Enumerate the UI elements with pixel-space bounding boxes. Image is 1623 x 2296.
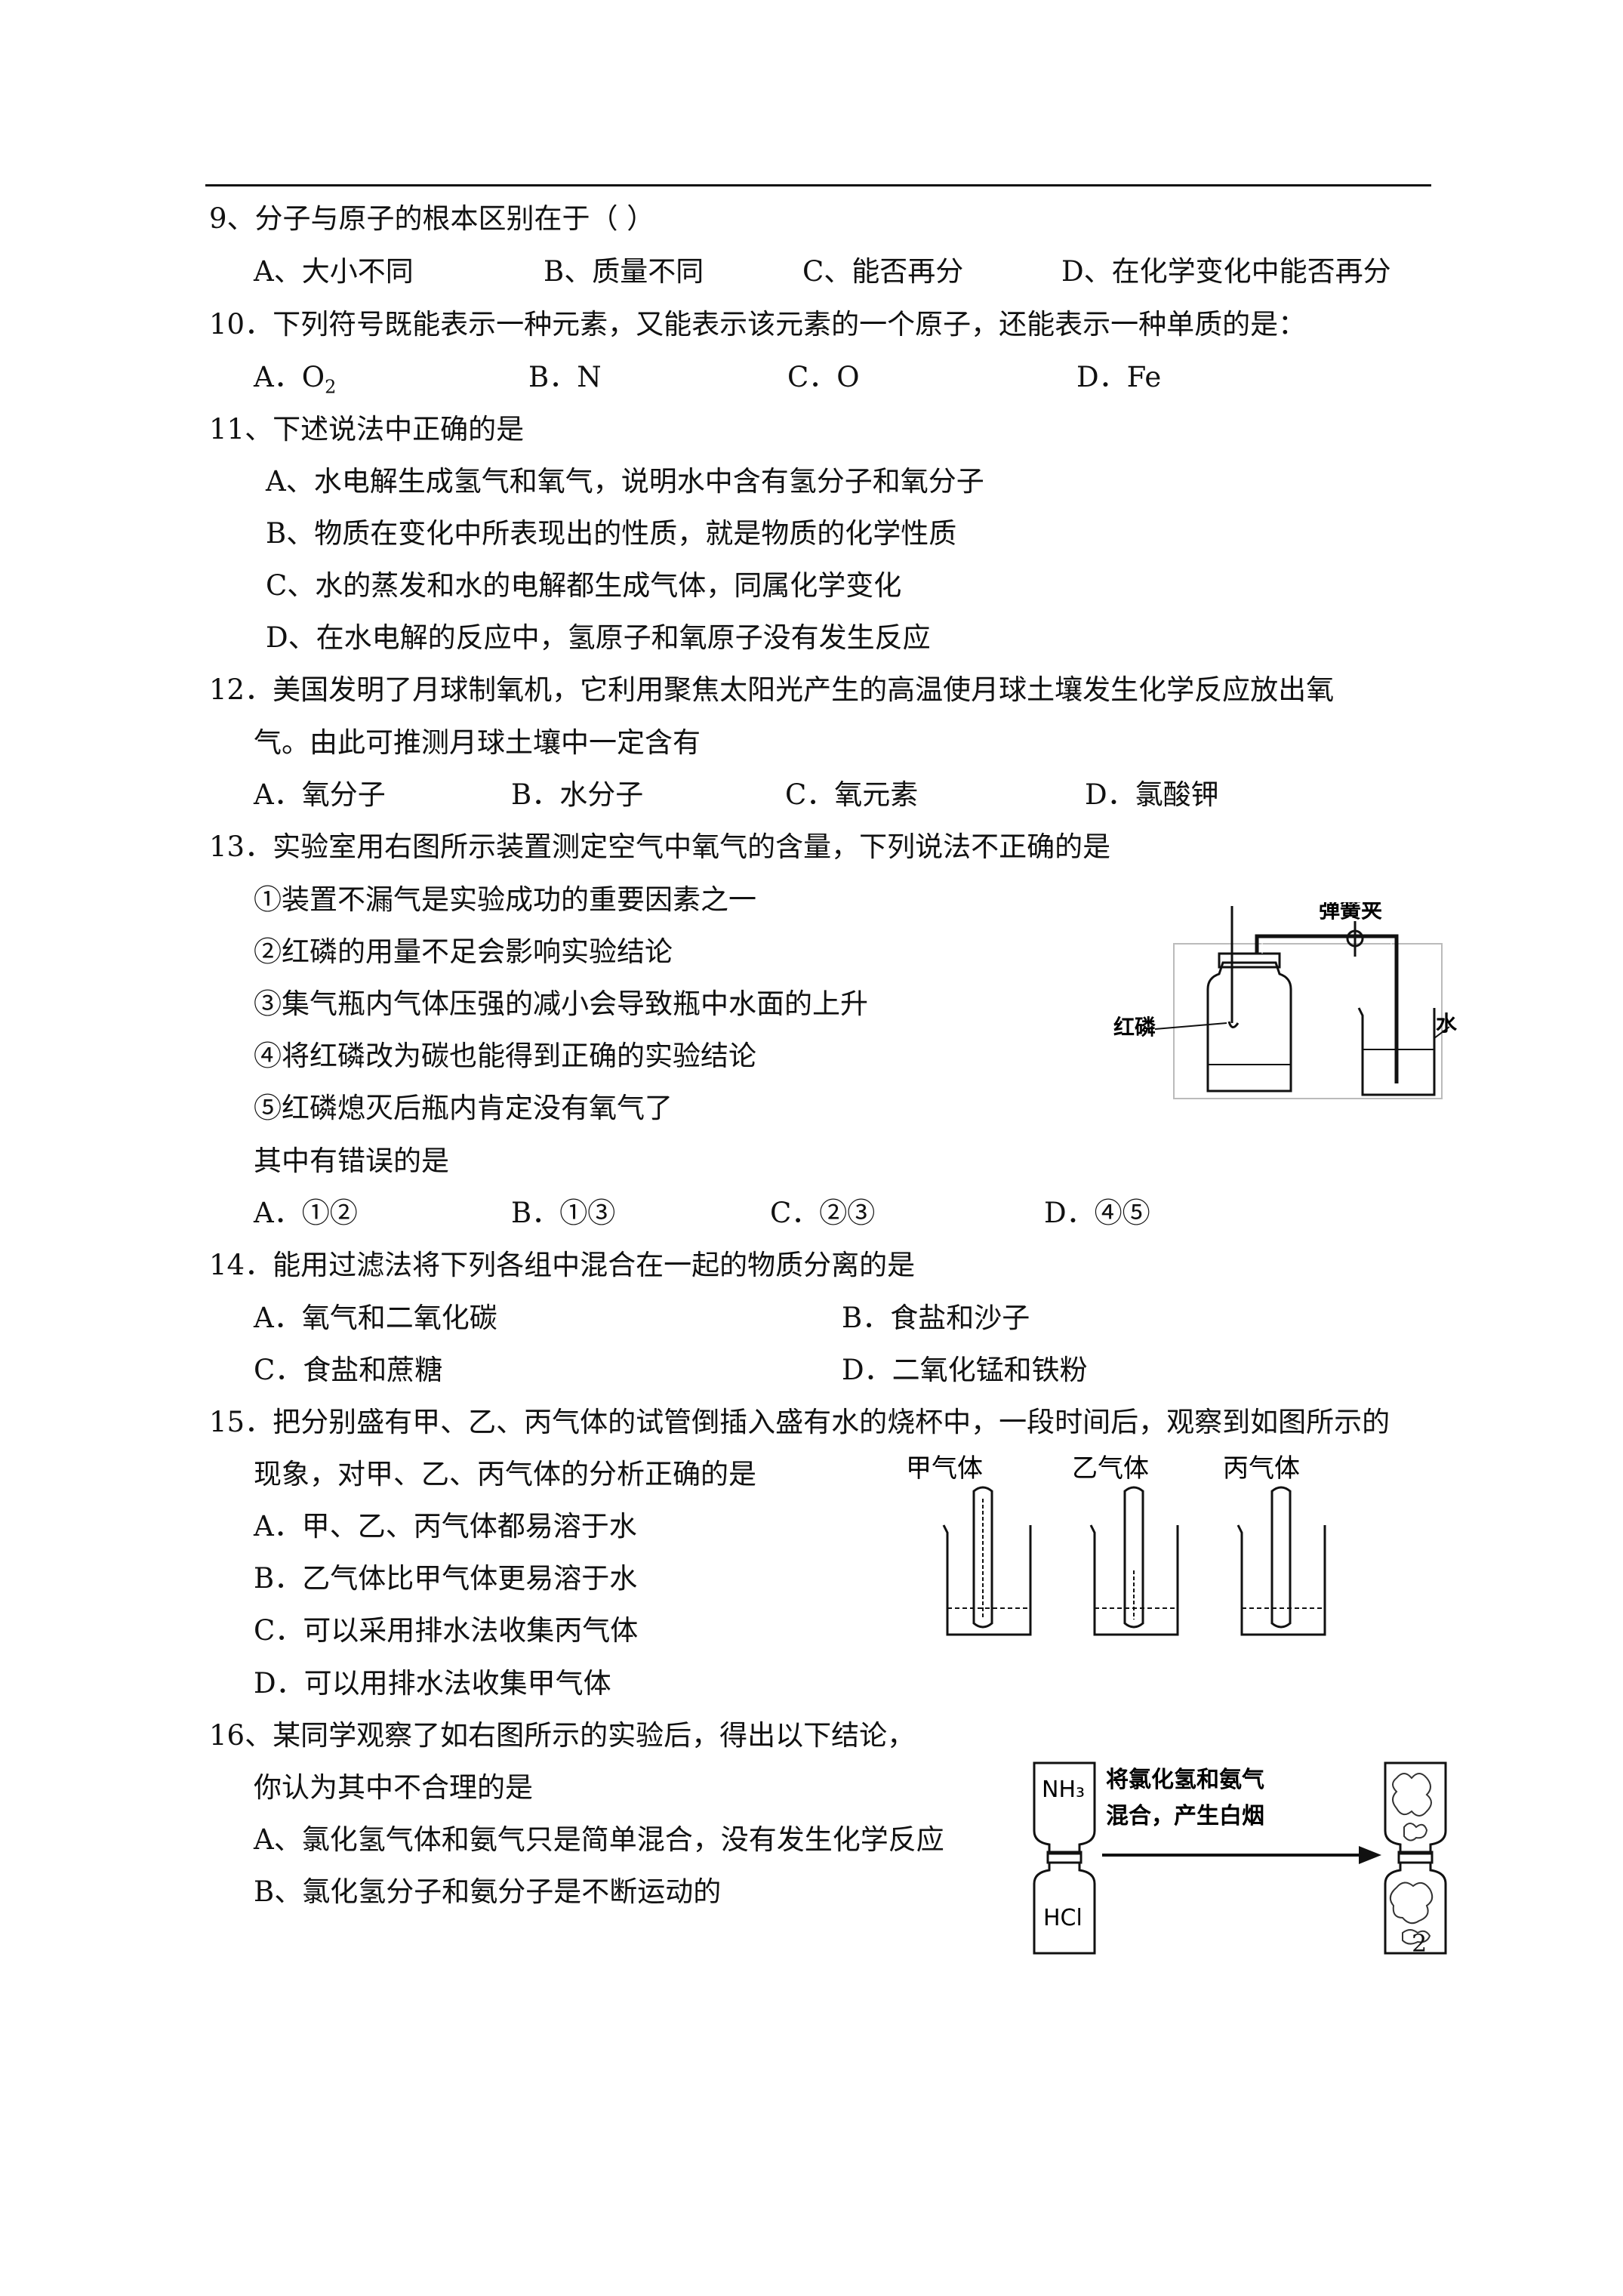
connecting-tube <box>1255 934 1399 1083</box>
gas-test-tubes-figure: 甲气体 乙气体 丙气体 <box>906 1453 1326 1636</box>
clamp-label: 弹簧夹 <box>1319 902 1382 923</box>
q10-option-d: D．Fe <box>1076 361 1162 393</box>
q10-option-b: B．N <box>528 361 602 393</box>
q9-option-d: D、在化学变化中能否再分 <box>1061 255 1391 288</box>
q14-option-c: C．食盐和蔗糖 <box>254 1354 443 1386</box>
ammonia-label: NH₃ <box>1042 1777 1085 1803</box>
water-label: 水 <box>1436 1011 1457 1036</box>
q13-option-b: B．①③ <box>511 1197 616 1229</box>
q13-option-c: C．②③ <box>770 1197 876 1229</box>
hydrogen-chloride-label: HCl <box>1043 1905 1083 1931</box>
q14-option-d: D．二氧化锰和铁粉 <box>842 1354 1088 1386</box>
q11-option-d: D、在水电解的反应中，氢原子和氧原子没有发生反应 <box>266 621 931 654</box>
q13-stem: 13．实验室用右图所示装置测定空气中氧气的含量，下列说法不正确的是 <box>209 831 1111 863</box>
caption-line1: 将氯化氢和氨气 <box>1106 1767 1264 1793</box>
q15-stem-line2: 现象，对甲、乙、丙气体的分析正确的是 <box>254 1458 756 1490</box>
q13-ask: 其中有错误的是 <box>254 1145 449 1177</box>
q14-stem: 14．能用过滤法将下列各组中混合在一起的物质分离的是 <box>209 1249 916 1281</box>
q15-stem-line1: 15．把分别盛有甲、乙、丙气体的试管倒插入盛有水的烧杯中，一段时间后，观察到如图… <box>209 1406 1390 1438</box>
q14-option-a: A．氧气和二氧化碳 <box>254 1302 497 1334</box>
q15-option-b: B．乙气体比甲气体更易溶于水 <box>254 1562 638 1595</box>
beaker-bing <box>1236 1486 1326 1636</box>
q12-option-a: A．氧分子 <box>254 778 386 811</box>
figure-border <box>1173 943 1443 1099</box>
white-smoke <box>1389 1773 1434 1945</box>
q11-option-a: A、水电解生成氢气和氧气，说明水中含有氢分子和氧分子 <box>266 465 984 498</box>
q12-option-d: D．氯酸钾 <box>1085 778 1219 811</box>
q13-item-3: ③集气瓶内气体压强的减小会导致瓶中水面的上升 <box>254 988 868 1020</box>
gas-collecting-bottle <box>1206 961 1292 1093</box>
page-number: 2 <box>1412 1929 1427 1958</box>
left-bottle-pair <box>1033 1761 1096 1955</box>
q10-stem: 10．下列符号既能表示一种元素，又能表示该元素的一个原子，还能表示一种单质的是： <box>209 308 1307 341</box>
beaker-jia <box>942 1486 1032 1636</box>
q12-stem-line2: 气。由此可推测月球土壤中一定含有 <box>254 726 701 759</box>
q13-item-4: ④将红磷改为碳也能得到正确的实验结论 <box>254 1040 756 1072</box>
beaker <box>1357 1007 1436 1096</box>
bottle-stopper <box>1218 952 1281 969</box>
q12-option-b: B．水分子 <box>511 778 644 811</box>
q13-item-5: ⑤红磷熄灭后瓶内肯定没有氧气了 <box>254 1092 673 1124</box>
q16-option-a: A、氯化氢气体和氨气只是简单混合，没有发生化学反应 <box>254 1823 944 1856</box>
q9-option-a: A、大小不同 <box>254 255 414 288</box>
red-phosphorus-label: 红磷 <box>1113 1015 1156 1040</box>
q11-option-b: B、物质在变化中所表现出的性质，就是物质的化学性质 <box>266 517 957 550</box>
q13-item-1: ①装置不漏气是实验成功的重要因素之一 <box>254 883 756 916</box>
beaker-yi <box>1089 1486 1179 1636</box>
q9-stem: 9、分子与原子的根本区别在于（ ） <box>209 202 655 235</box>
q16-stem-line2: 你认为其中不合理的是 <box>254 1771 533 1804</box>
q10-option-a: A．O2 <box>254 361 337 398</box>
combustion-spoon <box>1227 1021 1240 1028</box>
caption-line2: 混合，产生白烟 <box>1106 1803 1264 1829</box>
header-rule <box>205 184 1431 186</box>
q14-option-b: B．食盐和沙子 <box>842 1302 1030 1334</box>
q15-option-d: D．可以用排水法收集甲气体 <box>254 1667 611 1700</box>
q11-stem: 11、下述说法中正确的是 <box>209 413 525 445</box>
right-bottle-pair <box>1384 1761 1447 1955</box>
q15-option-a: A．甲、乙、丙气体都易溶于水 <box>254 1510 637 1542</box>
gas-bing-label: 丙气体 <box>1223 1453 1300 1484</box>
gas-jia-label: 甲气体 <box>906 1453 983 1484</box>
q12-option-c: C．氧元素 <box>785 778 919 811</box>
hcl-ammonia-smoke-figure: NH₃ HCl 将氯化氢和氨气 混合，产生白烟 <box>1033 1761 1447 1955</box>
q13-item-2: ②红磷的用量不足会影响实验结论 <box>254 935 673 968</box>
arrow-head <box>1359 1846 1381 1864</box>
q13-option-d: D．④⑤ <box>1044 1197 1150 1229</box>
q16-stem-line1: 16、某同学观察了如右图所示的实验后，得出以下结论， <box>209 1719 916 1752</box>
q10-option-c: C．O <box>787 361 860 393</box>
q13-option-a: A．①② <box>254 1197 358 1229</box>
q16-option-b: B、氯化氢分子和氨分子是不断运动的 <box>254 1875 722 1908</box>
q9-option-c: C、能否再分 <box>802 255 964 288</box>
q12-stem-line1: 12．美国发明了月球制氧机，它利用聚焦太阳光产生的高温使月球土壤发生化学反应放出… <box>209 673 1335 706</box>
q11-option-c: C、水的蒸发和水的电解都生成气体，同属化学变化 <box>266 569 902 602</box>
q15-option-c: C．可以采用排水法收集丙气体 <box>254 1614 639 1647</box>
q9-option-b: B、质量不同 <box>544 255 704 288</box>
gas-yi-label: 乙气体 <box>1072 1453 1149 1484</box>
oxygen-measurement-apparatus-figure: 弹簧夹 水 红磷 <box>1113 902 1457 1099</box>
